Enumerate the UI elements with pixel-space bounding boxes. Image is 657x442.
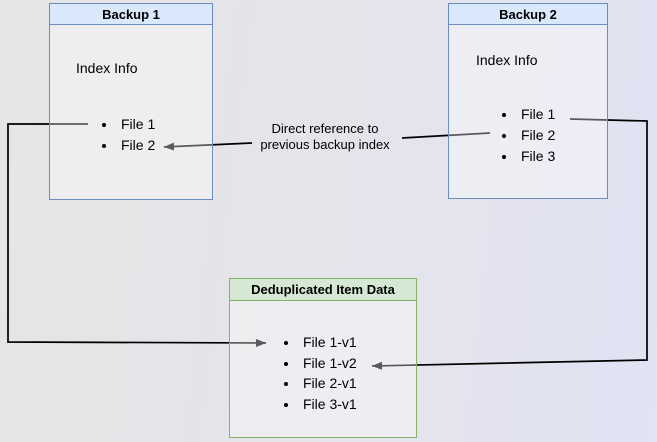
list-item: File 1 (517, 104, 555, 125)
list-item: File 1-v1 (299, 332, 357, 353)
backup1-index-info-label: Index Info (76, 60, 138, 76)
deduplicated-item-data-node: Deduplicated Item Data File 1-v1 File 1-… (229, 278, 417, 438)
direct-reference-edge-label: Direct reference to previous backup inde… (240, 121, 410, 153)
edge-label-line1: Direct reference to (271, 121, 379, 136)
list-item: File 2 (117, 135, 155, 156)
list-item: File 1 (117, 114, 155, 135)
backup2-index-info-label: Index Info (476, 52, 538, 68)
list-item: File 2 (517, 125, 555, 146)
backup1-node: Backup 1 Index Info File 1 File 2 (49, 3, 213, 200)
arrow-direct-reference-segment-left (163, 142, 253, 151)
list-item: File 1-v2 (299, 353, 357, 374)
list-item: File 3-v1 (299, 394, 357, 415)
backup2-file-list: File 1 File 2 File 3 (500, 104, 555, 167)
dedup-title: Deduplicated Item Data (230, 279, 416, 301)
backup1-file-list: File 1 File 2 (100, 114, 155, 156)
arrow-direct-reference-segment-right (401, 132, 491, 139)
edge-label-line2: previous backup index (260, 137, 390, 152)
arrow-backup1-file1-to-dedup (7, 123, 267, 347)
backup2-node: Backup 2 Index Info File 1 File 2 File 3 (448, 3, 608, 199)
list-item: File 2-v1 (299, 373, 357, 394)
list-item: File 3 (517, 146, 555, 167)
backup2-title: Backup 2 (449, 4, 607, 25)
dedup-file-list: File 1-v1 File 1-v2 File 2-v1 File 3-v1 (282, 332, 357, 414)
arrow-backup2-file1-to-dedup (371, 118, 648, 370)
backup1-title: Backup 1 (50, 4, 212, 25)
